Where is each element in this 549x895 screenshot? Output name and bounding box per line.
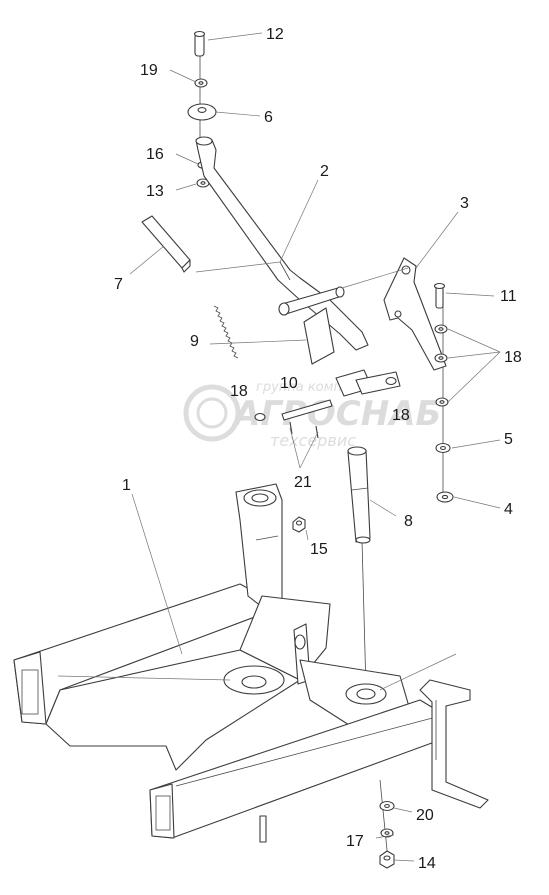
part-20-washer xyxy=(379,800,395,812)
callout-3: 3 xyxy=(460,195,469,212)
callout-13: 13 xyxy=(146,183,164,200)
part-14-nut xyxy=(379,850,395,869)
callout-17: 17 xyxy=(346,833,364,850)
part-9-spring xyxy=(213,305,239,359)
part-8-shaft xyxy=(347,446,371,544)
part-17-washer xyxy=(380,828,394,838)
callout-19: 19 xyxy=(140,62,158,79)
watermark-line2: АГРОСНАБ xyxy=(231,394,441,434)
callout-18-right: 18 xyxy=(504,349,522,366)
callout-20: 20 xyxy=(416,807,434,824)
callout-8: 8 xyxy=(404,513,413,530)
part-21-cotter-pins xyxy=(289,421,319,439)
part-6-washer xyxy=(187,103,217,121)
callout-2: 2 xyxy=(320,163,329,180)
callout-16: 16 xyxy=(146,146,164,163)
callout-9: 9 xyxy=(190,333,199,350)
watermark-line3: техсервис xyxy=(270,431,356,450)
callout-18-left: 18 xyxy=(230,383,248,400)
part-19-washer xyxy=(194,78,208,88)
part-18-washers xyxy=(254,324,449,422)
callout-6: 6 xyxy=(264,109,273,126)
callout-11: 11 xyxy=(500,288,517,305)
part-12-pin xyxy=(193,30,206,57)
callout-4: 4 xyxy=(504,501,513,518)
callout-15: 15 xyxy=(310,541,328,558)
callout-14: 14 xyxy=(418,855,436,872)
callout-5: 5 xyxy=(504,431,513,448)
callout-10: 10 xyxy=(280,375,298,392)
part-2-lever xyxy=(195,136,401,397)
part-5-washer xyxy=(435,442,451,454)
part-11-bolt xyxy=(433,282,446,309)
callout-18-mid: 18 xyxy=(392,407,410,424)
leader-lines xyxy=(57,32,501,862)
part-10-axle-pin xyxy=(281,399,333,421)
callout-21: 21 xyxy=(294,474,312,491)
part-3-bracket xyxy=(383,257,447,371)
callouts: 12 19 6 16 2 13 3 7 11 9 18 10 18 18 5 2… xyxy=(114,26,522,872)
callout-7: 7 xyxy=(114,276,123,293)
callout-12: 12 xyxy=(266,26,284,43)
part-15-nut xyxy=(292,516,306,533)
callout-1: 1 xyxy=(122,477,131,494)
part-4-washer xyxy=(436,491,454,503)
part-7-pad xyxy=(141,215,191,273)
part-1-frame xyxy=(13,483,489,843)
part-13-washer xyxy=(196,178,210,188)
